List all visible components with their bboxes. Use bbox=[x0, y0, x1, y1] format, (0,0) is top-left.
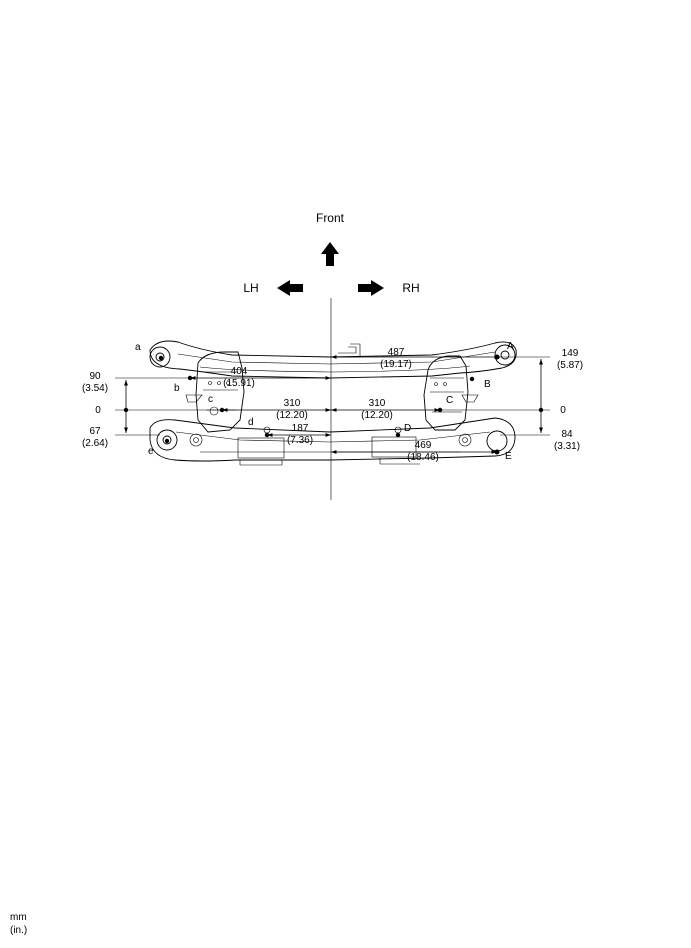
front-label: Front bbox=[316, 211, 345, 225]
dim-67-mm: 67 bbox=[89, 426, 101, 437]
units-in: (in.) bbox=[10, 925, 28, 936]
dim-469-in: (18.46) bbox=[407, 452, 439, 463]
units-legend: mm (in.) bbox=[10, 911, 27, 937]
lh-label: LH bbox=[243, 281, 258, 295]
zero-right-label: 0 bbox=[560, 405, 566, 416]
point-E-label: E bbox=[505, 451, 512, 462]
front-arrow-icon bbox=[321, 242, 339, 266]
point-C-label: C bbox=[446, 395, 453, 406]
right-height-reference bbox=[440, 356, 550, 436]
measurement-points: a A b B c C d D e E bbox=[135, 341, 514, 462]
rh-arrow-icon bbox=[358, 280, 384, 296]
point-D-marker bbox=[395, 432, 401, 438]
dim-310-right-in: (12.20) bbox=[361, 410, 393, 421]
point-B-label: B bbox=[484, 379, 491, 390]
lh-arrow-icon bbox=[277, 280, 303, 296]
dim-90-mm: 90 bbox=[89, 371, 101, 382]
left-zero-point bbox=[123, 407, 129, 413]
point-B-marker bbox=[469, 376, 475, 382]
dim-187-in: (7.36) bbox=[287, 435, 313, 446]
dim-84-mm: 84 bbox=[561, 429, 573, 440]
right-zero-point bbox=[538, 407, 544, 413]
dim-310-left-in: (12.20) bbox=[276, 410, 308, 421]
point-a-marker bbox=[158, 355, 164, 361]
suspension-member bbox=[149, 340, 517, 466]
dim-310-left-mm: 310 bbox=[284, 398, 301, 409]
dim-84-in: (3.31) bbox=[554, 441, 580, 452]
dim-487-in: (19.17) bbox=[380, 359, 412, 370]
point-d-label: d bbox=[248, 417, 254, 428]
dim-90-in: (3.54) bbox=[82, 383, 108, 394]
point-c-label: c bbox=[208, 394, 213, 405]
point-A-label: A bbox=[507, 341, 514, 352]
dim-187-mm: 187 bbox=[292, 423, 309, 434]
rh-label: RH bbox=[402, 281, 419, 295]
point-e-label: e bbox=[148, 446, 154, 457]
dim-149-in: (5.87) bbox=[557, 360, 583, 371]
units-mm: mm bbox=[10, 912, 27, 923]
point-a-label: a bbox=[135, 342, 141, 353]
left-height-reference bbox=[115, 377, 222, 436]
horizontal-dimensions bbox=[190, 355, 500, 454]
dim-67-in: (2.64) bbox=[82, 438, 108, 449]
dim-487-mm: 487 bbox=[388, 347, 405, 358]
point-b-label: b bbox=[174, 383, 180, 394]
dim-469-mm: 469 bbox=[415, 440, 432, 451]
dim-310-right-mm: 310 bbox=[369, 398, 386, 409]
zero-left-label: 0 bbox=[95, 405, 101, 416]
dim-404-in: (15.91) bbox=[223, 378, 255, 389]
dim-149-mm: 149 bbox=[562, 348, 579, 359]
point-e-marker bbox=[164, 438, 170, 444]
point-D-label: D bbox=[404, 423, 411, 434]
dim-404-mm: 404 bbox=[231, 366, 248, 377]
